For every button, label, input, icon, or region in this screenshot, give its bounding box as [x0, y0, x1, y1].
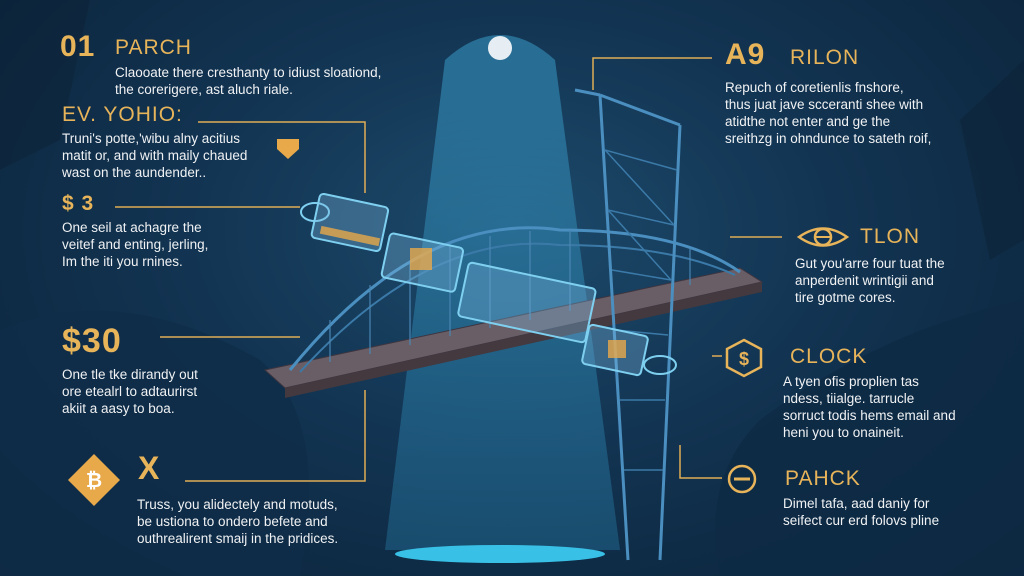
body-line: Im the iti you rnines.	[62, 254, 183, 269]
section-title: $ 3	[62, 192, 95, 215]
body-line: be ustiona to ondero befete and	[137, 514, 328, 529]
body-line: the corerigere, ast aluch riale.	[115, 82, 293, 97]
body-line: outhrealirent smaij in the pridices.	[137, 531, 339, 546]
body-line: tire gotme cores.	[795, 290, 896, 305]
section-title: RILON	[790, 46, 860, 69]
padlock-chain	[300, 192, 677, 377]
spotlight-pool	[395, 545, 605, 563]
connector-lines	[115, 57, 782, 482]
section-title: X	[138, 450, 161, 486]
section-title: $30	[62, 322, 122, 360]
body-line: akiit a aasy to boa.	[62, 401, 175, 416]
section-title: EV. YOHIO:	[62, 103, 183, 126]
body-line: seifect cur erd folovs pline	[783, 513, 940, 528]
body-line: atidthe not enter and ge the	[725, 114, 891, 129]
body-line: Repuch of coretienlis fnshore,	[725, 80, 904, 95]
dollar-hexagon-icon: $	[725, 338, 763, 378]
section-number: 01	[60, 30, 96, 63]
section-title: CLOCK	[790, 345, 868, 368]
section-body: Dimel tafa, aad daniy for seifect cur er…	[783, 495, 939, 529]
body-line: veitef and enting, jerling,	[62, 237, 209, 252]
bitcoin-icon: ₿	[68, 454, 120, 506]
body-line: ndess, tiialge. tarrucle	[783, 391, 915, 406]
section-title: PARCH	[115, 36, 192, 59]
body-line: anperdenit wrintigii and	[795, 273, 934, 288]
body-line: Dimel tafa, aad daniy for	[783, 496, 930, 511]
body-line: Truni's potte,'wibu alny acitius	[62, 131, 240, 146]
bridge-tower	[574, 88, 682, 561]
spotlight-beam	[385, 35, 620, 550]
body-line: wast on the aundender..	[62, 165, 207, 180]
body-line: One seil at achagre the	[62, 220, 202, 235]
body-line: ore etealrl to adtaurirst	[62, 384, 198, 399]
body-line: Gut you'arre four tuat the	[795, 256, 945, 271]
body-line: sorruct todis hems email and	[783, 408, 956, 423]
body-line: One tle tke dirandy out	[62, 367, 198, 382]
section-body: One tle tke dirandy out ore etealrl to a…	[62, 366, 198, 417]
section-body: Truss, you alidectely and motuds, be ust…	[137, 496, 338, 547]
section-body: Truni's potte,'wibu alny acitius matit o…	[62, 130, 247, 181]
body-line: Truss, you alidectely and motuds,	[137, 497, 338, 512]
svg-text:$: $	[739, 349, 749, 369]
minus-circle-icon	[727, 464, 757, 494]
section-body: Repuch of coretienlis fnshore, thus juat…	[725, 79, 931, 147]
body-line: heni you to onaineit.	[783, 425, 904, 440]
section-number: A9	[725, 38, 766, 71]
section-body: Claooate there cresthanty to idiust sloa…	[115, 64, 381, 98]
body-line: thus juat jave scceranti shee with	[725, 97, 924, 112]
eye-icon	[796, 227, 850, 247]
svg-text:₿: ₿	[86, 470, 102, 492]
body-line: sreithzg in ohndunce to sateth roif,	[725, 131, 932, 146]
section-body: Gut you'arre four tuat the anperdenit wr…	[795, 255, 945, 306]
section-title: TLON	[860, 225, 921, 248]
section-body: One seil at achagre the veitef and entin…	[62, 219, 208, 270]
section-body: A tyen ofis proplien tas ndess, tiialge.…	[783, 373, 956, 441]
body-line: Claooate there cresthanty to idiust sloa…	[115, 65, 382, 80]
body-line: matit or, and with maily chaued	[62, 148, 248, 163]
body-line: A tyen ofis proplien tas	[783, 374, 919, 389]
moon-icon	[488, 36, 512, 60]
section-title: PAHCK	[785, 467, 861, 490]
shield-icon	[277, 139, 299, 159]
